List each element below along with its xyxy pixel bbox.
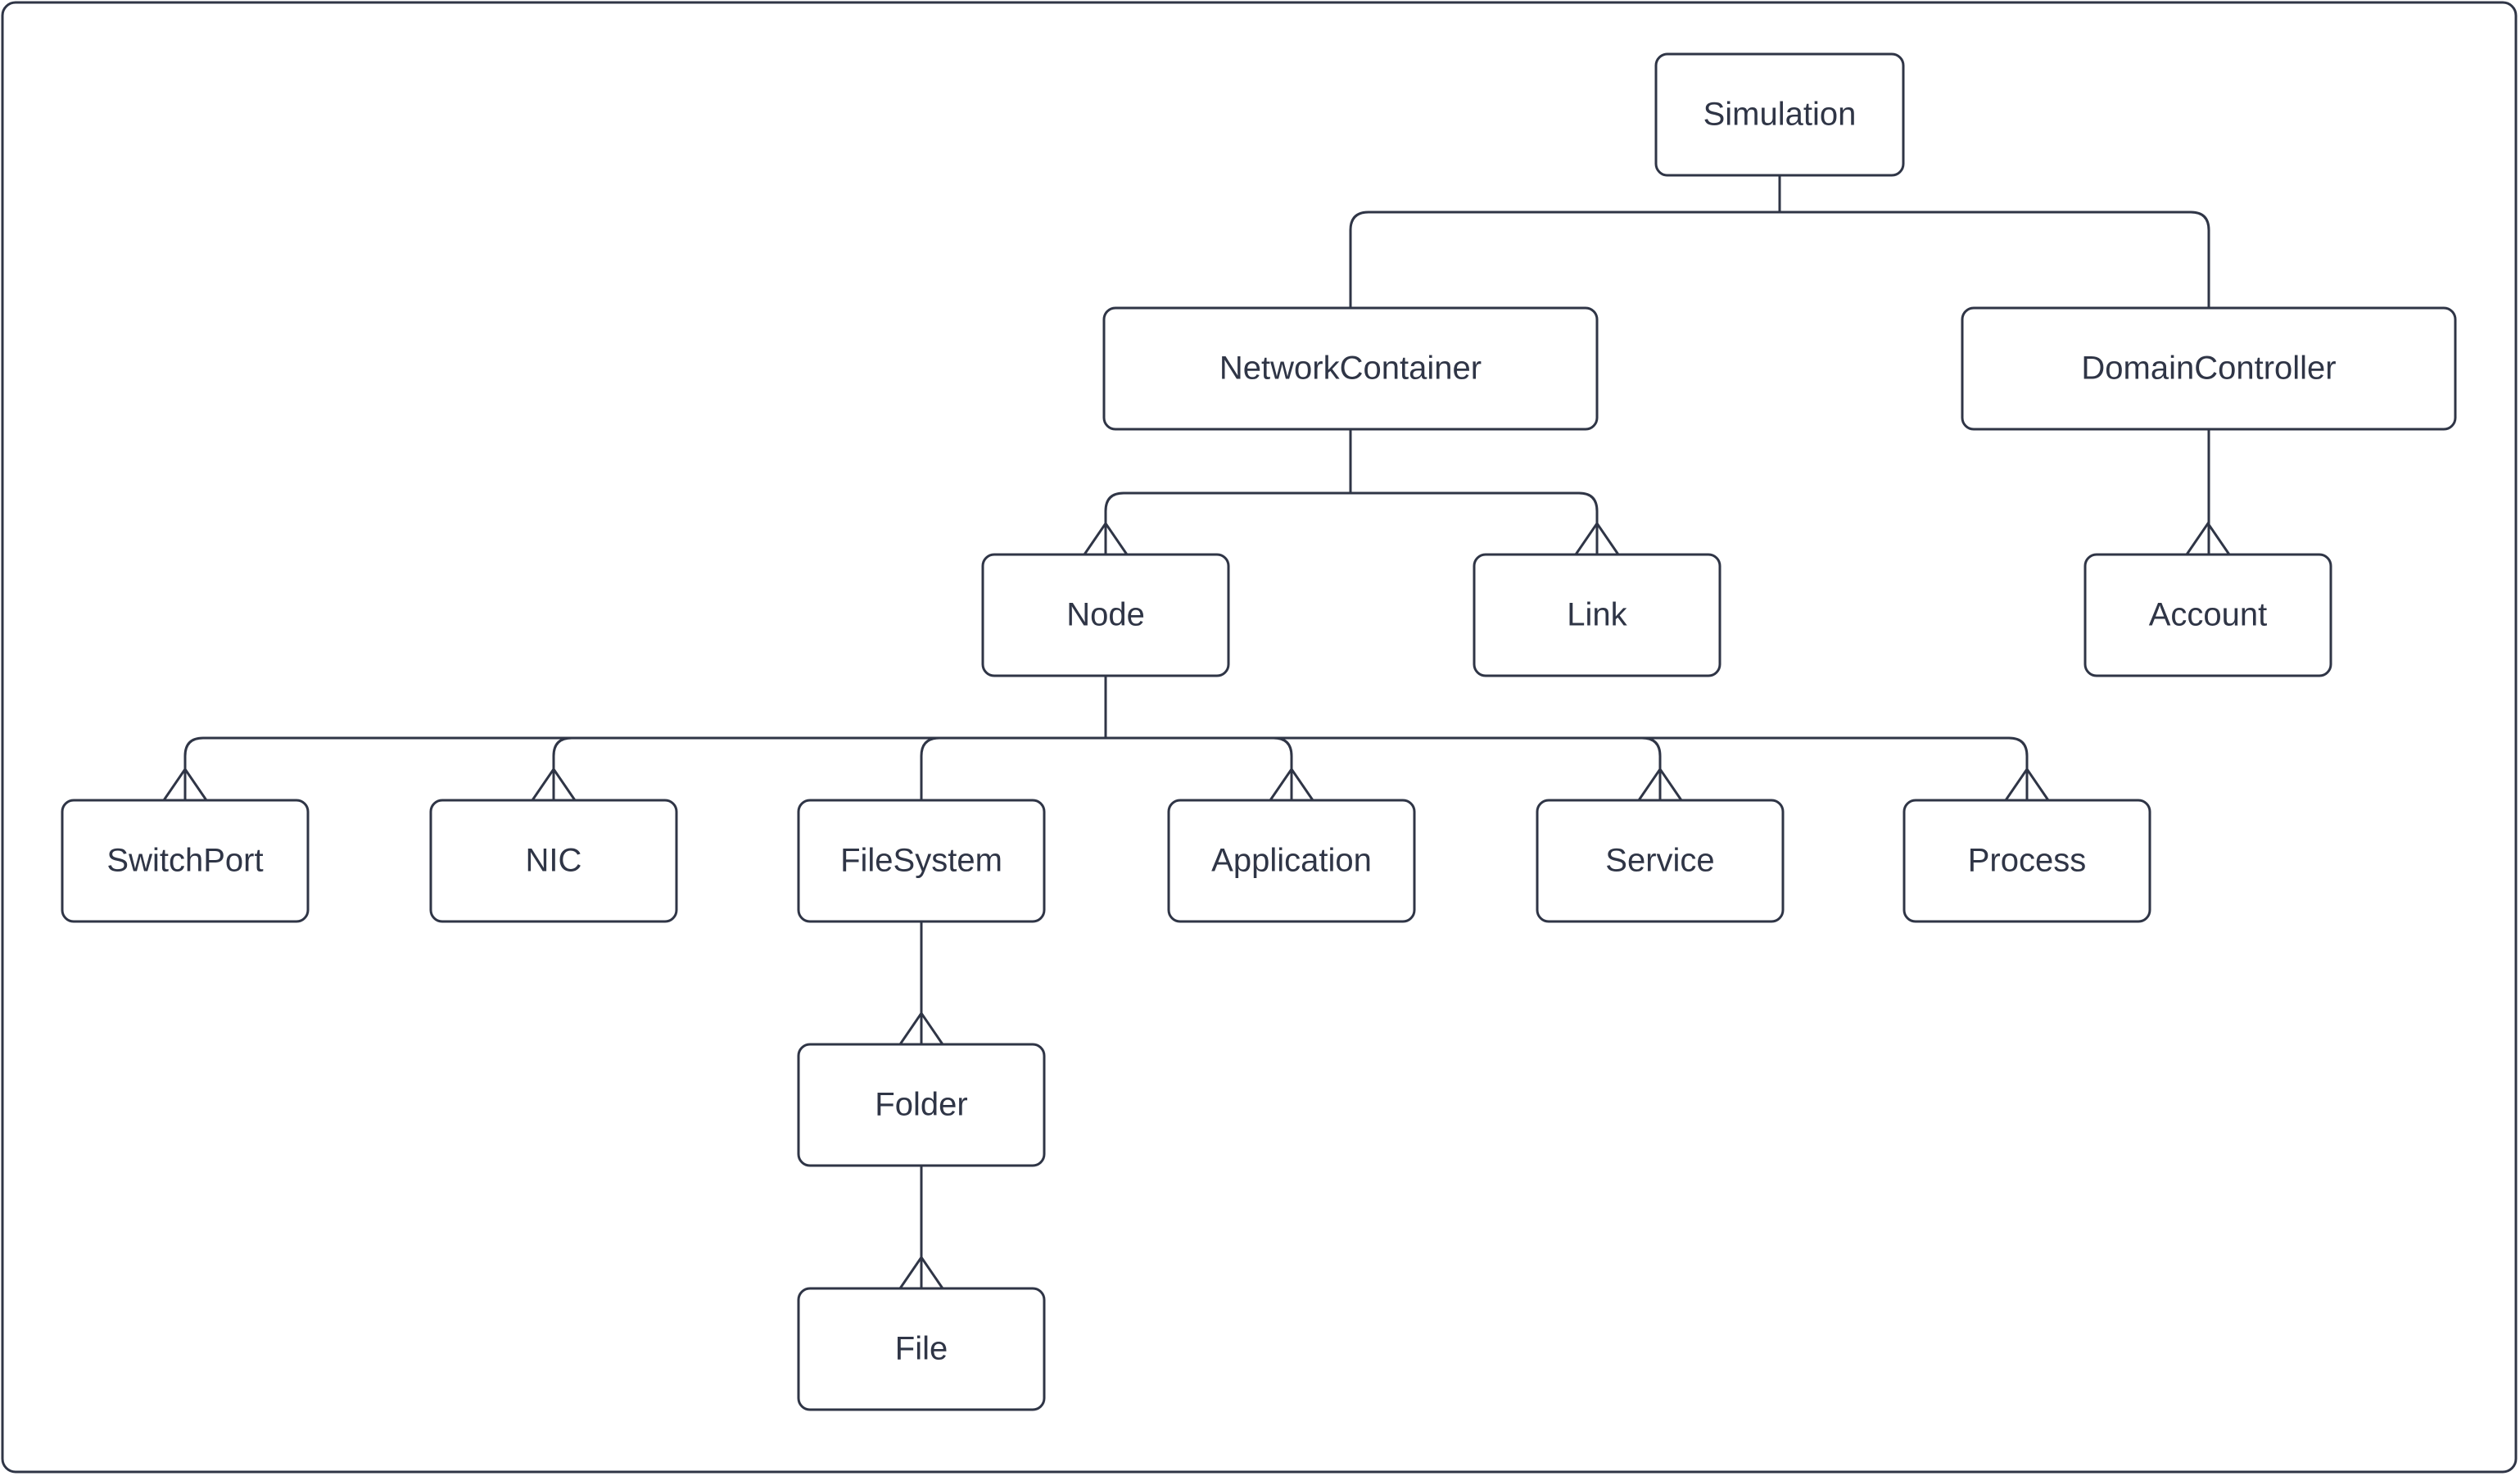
class-node-label-link: Link	[1567, 597, 1627, 633]
class-node-folder[interactable]: Folder	[799, 1044, 1044, 1166]
class-node-account[interactable]: Account	[2085, 555, 2331, 676]
class-node-service[interactable]: Service	[1537, 800, 1783, 921]
class-node-simulation[interactable]: Simulation	[1656, 54, 1903, 175]
class-node-networkcontainer[interactable]: NetworkContainer	[1104, 308, 1597, 429]
class-node-file[interactable]: File	[799, 1288, 1044, 1410]
class-node-node[interactable]: Node	[983, 555, 1228, 676]
class-node-label-networkcontainer: NetworkContainer	[1219, 351, 1482, 387]
class-node-label-service: Service	[1605, 843, 1714, 879]
class-node-label-node: Node	[1066, 597, 1145, 633]
class-node-nic[interactable]: NIC	[431, 800, 676, 921]
class-node-label-simulation: Simulation	[1703, 97, 1857, 133]
class-node-label-switchport: SwitchPort	[106, 843, 263, 879]
class-node-label-account: Account	[2149, 597, 2268, 633]
class-node-link[interactable]: Link	[1474, 555, 1720, 676]
class-node-domaincontroller[interactable]: DomainController	[1962, 308, 2455, 429]
class-node-application[interactable]: Application	[1169, 800, 1414, 921]
class-node-switchport[interactable]: SwitchPort	[62, 800, 308, 921]
class-node-process[interactable]: Process	[1904, 800, 2150, 921]
class-node-label-application: Application	[1211, 843, 1372, 879]
class-node-label-filesystem: FileSystem	[840, 843, 1002, 879]
class-node-filesystem[interactable]: FileSystem	[799, 800, 1044, 921]
class-node-label-nic: NIC	[526, 843, 582, 879]
class-node-label-folder: Folder	[875, 1087, 967, 1123]
class-node-label-file: File	[895, 1331, 948, 1367]
class-node-label-process: Process	[1968, 843, 2087, 879]
class-node-label-domaincontroller: DomainController	[2081, 351, 2336, 387]
